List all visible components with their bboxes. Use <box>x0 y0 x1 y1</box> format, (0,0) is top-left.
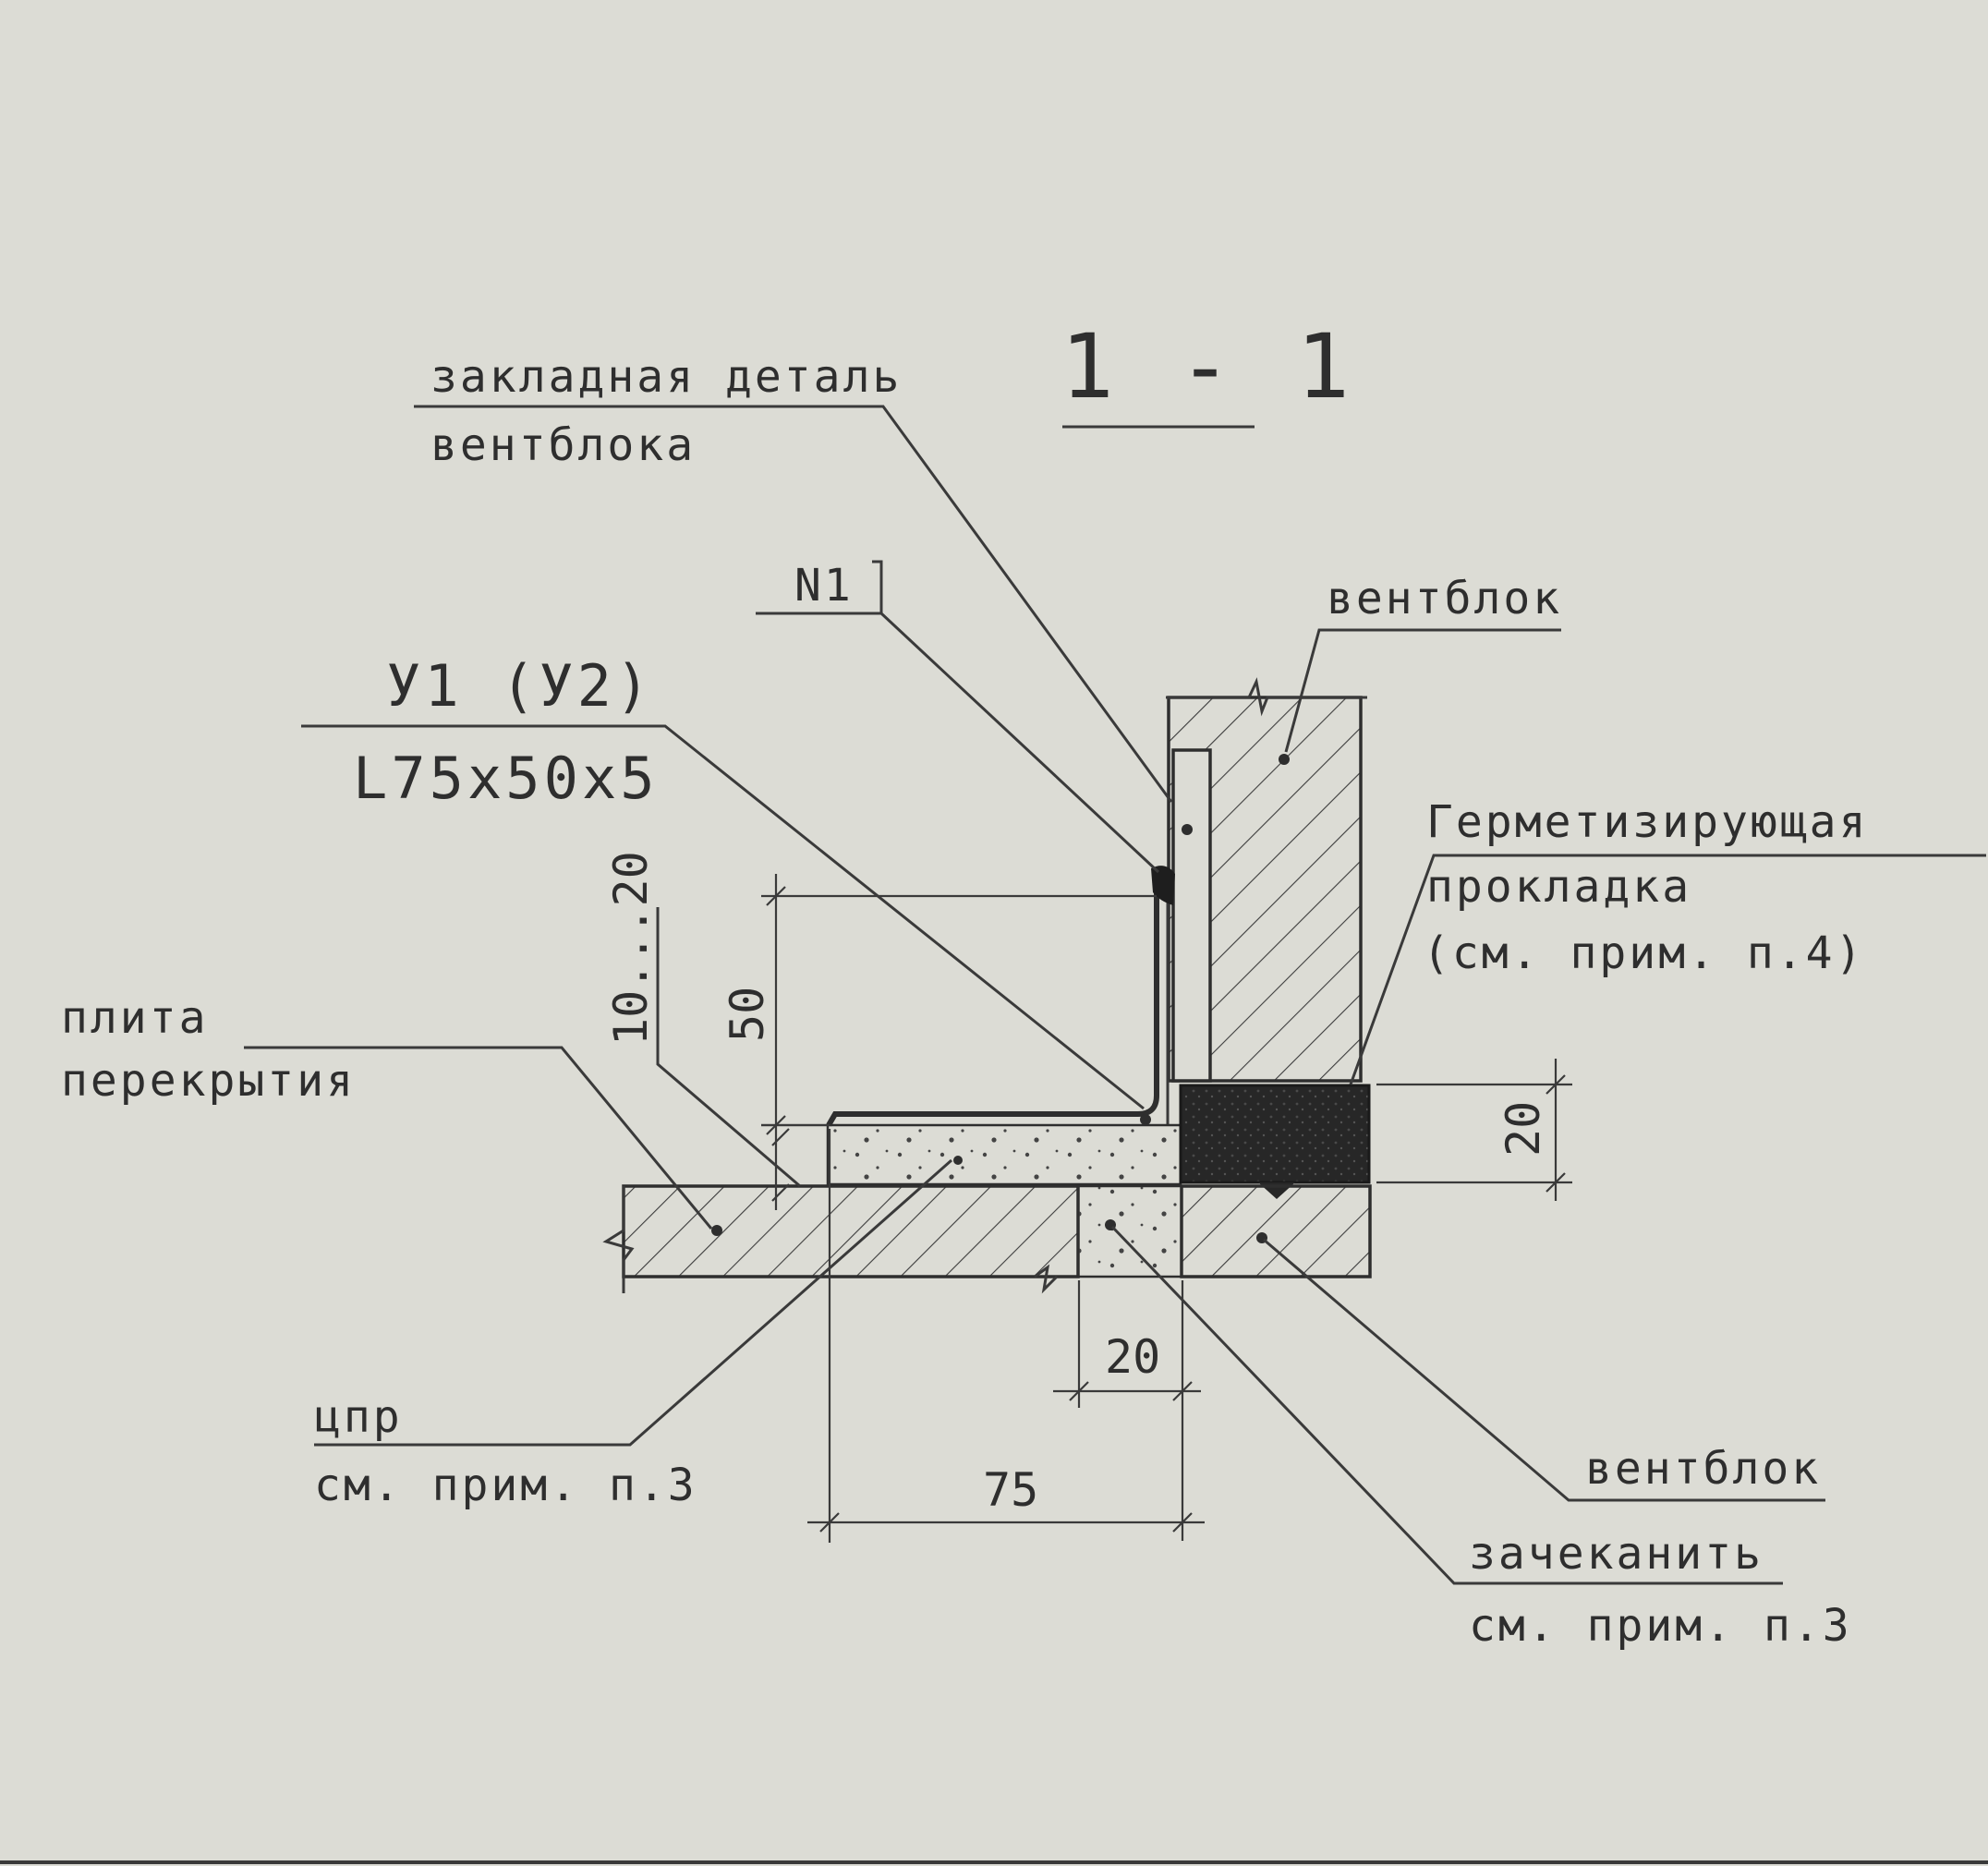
label-caulk-line2: см. прим. п.3 <box>1469 1600 1852 1652</box>
ventblock-upper-dot <box>1279 754 1290 765</box>
label-seal-line3: (см. прим. п.4) <box>1423 927 1864 979</box>
angle-dot <box>1140 1114 1151 1125</box>
sealing-gasket <box>1179 1084 1371 1184</box>
grout-fill <box>1076 1184 1183 1278</box>
dim-50-tick-top <box>766 886 786 906</box>
label-seal-line1: Герметизирующая <box>1426 796 1868 848</box>
weld-seam <box>1151 866 1175 905</box>
steel-angle-u1 <box>826 889 1159 1127</box>
break-mark-slab-bottom <box>1034 1264 1059 1294</box>
label-n1: N1 <box>794 560 854 612</box>
leader-caulk <box>1110 1225 1783 1585</box>
leader-n1 <box>756 560 883 615</box>
leader-ventblock-bottom <box>1263 1238 1825 1502</box>
dim-75-tick-left <box>819 1512 840 1533</box>
dim-10-20-leader <box>656 907 801 1188</box>
ventblock-lower <box>1180 1184 1372 1278</box>
dim-10-20-tick-a <box>771 1128 790 1146</box>
dim-50-text: 50 <box>721 987 774 1042</box>
dim-20-right-tick-top <box>1546 1074 1566 1095</box>
dim-50-tick-bottom <box>766 1115 786 1135</box>
leader-u1 <box>301 724 1145 1110</box>
dim-10-20-text: 10...20 <box>604 851 658 1046</box>
mortar-dot <box>953 1156 963 1165</box>
leader-cpr <box>314 1158 952 1447</box>
dim-75-text: 75 <box>983 1463 1038 1517</box>
label-ventblock-top: вентблок <box>1327 573 1562 624</box>
label-u-mark: У1 (У2) <box>386 652 653 720</box>
mortar-bed <box>826 1123 1182 1186</box>
section-title: 1 - 1 <box>1061 315 1355 418</box>
dim-75-tick-right <box>1172 1512 1193 1533</box>
label-angle-profile: L75x50x5 <box>353 745 659 812</box>
label-seal-line2: прокладка <box>1426 861 1691 913</box>
label-ventblock-bottom: вентблок <box>1585 1443 1821 1495</box>
leader-seal <box>1349 854 1986 1085</box>
dim-20-bottom-tick-right <box>1172 1381 1193 1401</box>
label-slab-line2: перекрытия <box>61 1055 356 1107</box>
label-cpr-line2: см. прим. п.3 <box>314 1460 697 1511</box>
embedded-plate <box>1171 748 1212 1083</box>
break-mark-left <box>602 1186 635 1293</box>
label-cpr-line1: цпр <box>314 1391 403 1443</box>
leader-embedded <box>414 405 1173 803</box>
dim-20-right-text: 20 <box>1497 1101 1550 1157</box>
dim-20-bottom-text: 20 <box>1105 1330 1160 1384</box>
embedded-plate-dot <box>1182 824 1193 835</box>
dim-20-right-tick-bottom <box>1546 1172 1566 1193</box>
floor-slab-dot <box>711 1225 722 1236</box>
floor-slab <box>622 1184 1080 1278</box>
label-embedded-line1: закладная деталь <box>430 351 902 403</box>
leader-n1-diagonal <box>879 612 1160 874</box>
leader-slab <box>244 1046 713 1230</box>
label-slab-line1: плита <box>61 992 209 1044</box>
leader-ventblock-top <box>1284 628 1561 753</box>
break-mark-top <box>1166 677 1367 717</box>
label-embedded-line2: вентблока <box>430 419 696 471</box>
dim-20-bottom-tick-left <box>1069 1381 1089 1401</box>
label-caulk-line1: зачеканить <box>1469 1528 1764 1580</box>
